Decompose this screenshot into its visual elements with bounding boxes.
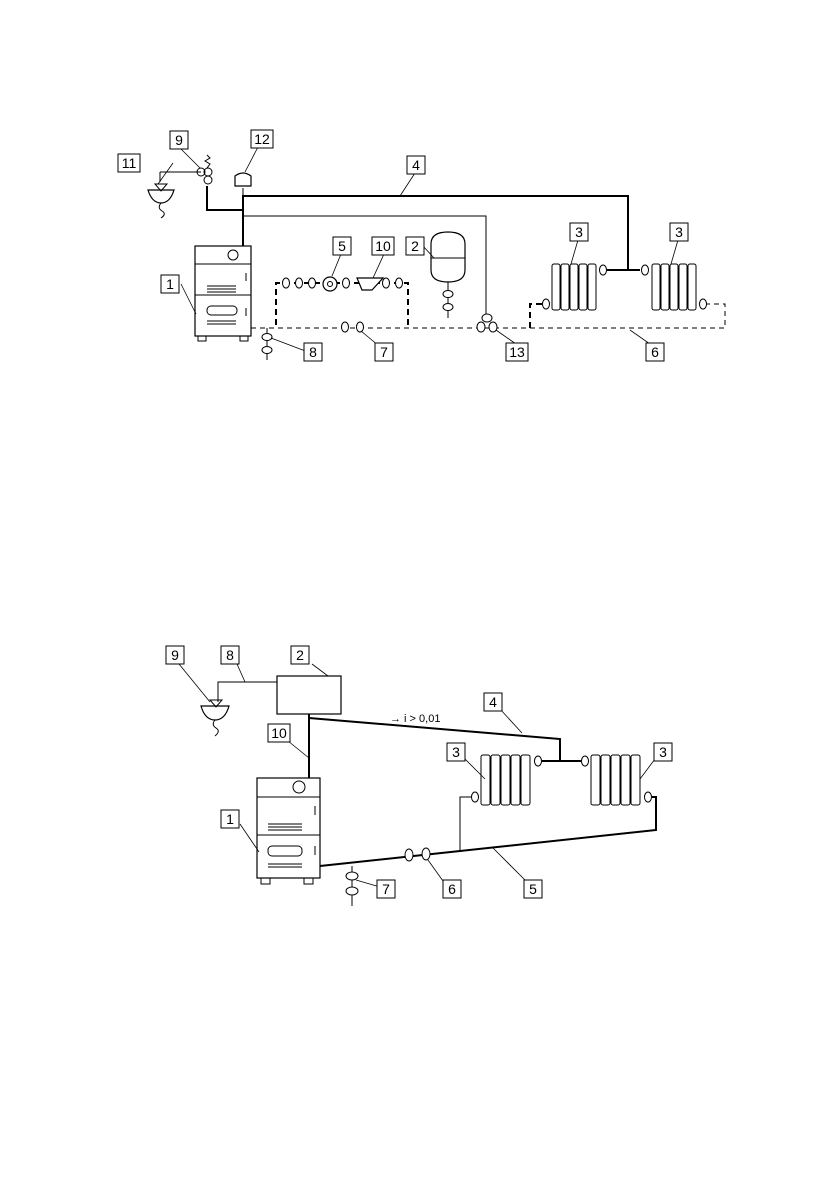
top-diagram: 1 9 12 11 4 5 10 2 [117, 129, 726, 362]
svg-text:9: 9 [171, 647, 179, 663]
svg-text:5: 5 [338, 238, 346, 254]
bottom-radiator-right [581, 754, 652, 806]
svg-text:2: 2 [296, 647, 304, 663]
top-label-11: 11 [117, 153, 141, 173]
top-three-way-valve [476, 313, 498, 333]
top-safety-valve [159, 154, 213, 185]
bottom-label-1: 1 [220, 809, 240, 829]
bottom-label-8: 8 [220, 645, 240, 665]
top-drain-valve [261, 328, 273, 360]
bottom-drain-funnel [200, 699, 230, 737]
svg-text:4: 4 [489, 694, 497, 710]
top-label-3a: 3 [569, 222, 589, 242]
bottom-label-3a: 3 [446, 742, 466, 762]
bottom-label-10: 10 [267, 723, 291, 743]
svg-text:3: 3 [452, 744, 460, 760]
bottom-label-7: 7 [376, 879, 396, 899]
svg-text:1: 1 [226, 811, 234, 827]
top-radiator-right [641, 263, 707, 311]
top-label-2: 2 [405, 236, 425, 256]
top-label-4: 4 [406, 155, 426, 175]
top-label-1: 1 [160, 274, 180, 294]
top-label-10: 10 [371, 236, 395, 256]
bottom-label-3b: 3 [653, 742, 673, 762]
top-pump-assembly [282, 276, 403, 292]
top-drain-funnel [147, 183, 175, 219]
svg-text:2: 2 [411, 238, 419, 254]
svg-text:13: 13 [509, 344, 525, 360]
bottom-diagram: → i > 0,01 1 9 8 2 10 [165, 645, 673, 906]
top-label-7: 7 [374, 342, 394, 362]
slope-note: → i > 0,01 [390, 713, 440, 725]
svg-text:6: 6 [651, 344, 659, 360]
svg-text:5: 5 [529, 881, 537, 897]
bottom-boiler [256, 777, 321, 885]
top-expansion-tank [430, 231, 466, 318]
top-boiler [194, 245, 252, 342]
svg-text:3: 3 [575, 224, 583, 240]
top-label-8: 8 [303, 342, 323, 362]
top-label-3b: 3 [669, 222, 689, 242]
svg-text:4: 4 [412, 157, 420, 173]
svg-text:8: 8 [309, 344, 317, 360]
top-label-9: 9 [169, 130, 189, 150]
top-air-vent [234, 172, 252, 187]
svg-text:7: 7 [380, 344, 388, 360]
svg-text:8: 8 [226, 647, 234, 663]
svg-text:9: 9 [175, 132, 183, 148]
bottom-label-9: 9 [165, 645, 185, 665]
bottom-radiator-left [471, 754, 560, 806]
svg-text:6: 6 [448, 881, 456, 897]
top-radiator-left [542, 263, 640, 311]
bottom-return-valve [404, 847, 431, 862]
svg-text:12: 12 [254, 131, 270, 147]
bottom-open-tank [276, 675, 342, 715]
bottom-label-6: 6 [442, 879, 462, 899]
top-label-5: 5 [332, 236, 352, 256]
svg-text:7: 7 [382, 881, 390, 897]
svg-text:3: 3 [675, 224, 683, 240]
top-label-13: 13 [505, 342, 529, 362]
svg-text:10: 10 [375, 238, 391, 254]
top-label-6: 6 [645, 342, 665, 362]
top-label-12: 12 [250, 129, 274, 149]
bottom-label-2: 2 [290, 645, 310, 665]
svg-text:10: 10 [271, 725, 287, 741]
bottom-label-5: 5 [523, 879, 543, 899]
bottom-label-4: 4 [483, 692, 503, 712]
bottom-drain-valve [345, 866, 359, 906]
top-return-valve [341, 321, 364, 333]
svg-text:3: 3 [659, 744, 667, 760]
svg-text:1: 1 [166, 276, 174, 292]
svg-text:11: 11 [122, 155, 137, 171]
